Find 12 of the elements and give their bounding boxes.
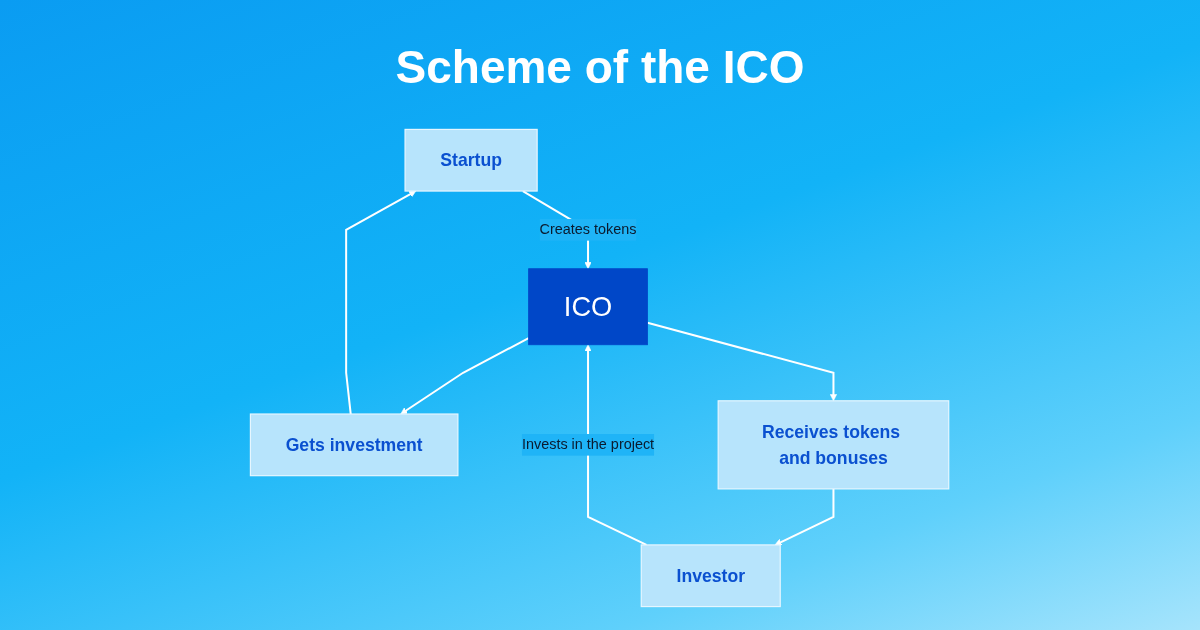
- edge-label: Creates tokens: [540, 220, 637, 237]
- node-box: Gets investment: [250, 412, 459, 476]
- node-box: Investor: [641, 543, 782, 607]
- node-box: Startup: [404, 128, 539, 192]
- diagram-title: Scheme of the ICO: [395, 40, 805, 94]
- arrow: [400, 336, 531, 414]
- arrow: [775, 487, 835, 545]
- node-box: Receives tokens and bonuses: [718, 399, 950, 489]
- edge-label: Invests in the project: [522, 435, 655, 452]
- arrow: [345, 190, 417, 415]
- node-box: ICO: [528, 267, 649, 345]
- arrow: [646, 321, 838, 401]
